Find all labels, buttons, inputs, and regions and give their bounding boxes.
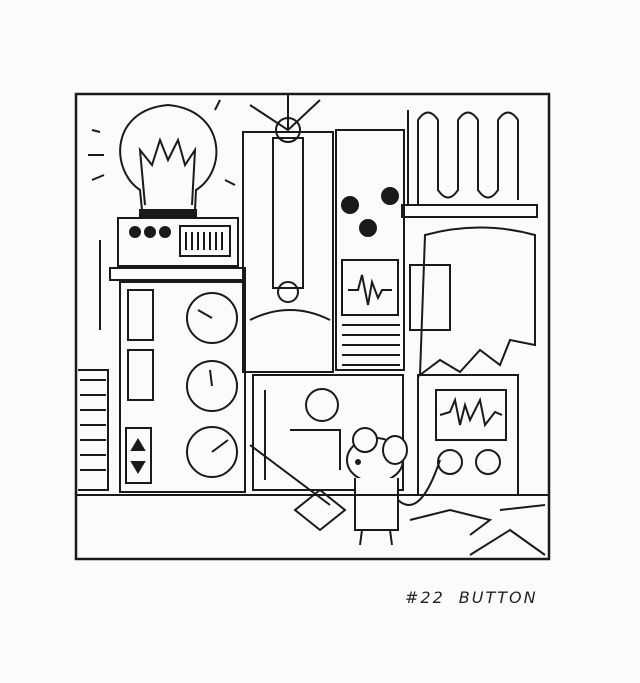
control-box xyxy=(109,217,246,281)
mouse-character xyxy=(346,427,441,546)
slider-panel xyxy=(335,129,405,371)
left-panel-gauges xyxy=(78,240,246,493)
floor xyxy=(76,494,550,556)
central-tube xyxy=(242,95,334,373)
light-bulb xyxy=(88,99,236,219)
illustration-frame xyxy=(74,92,551,561)
paper-sheet xyxy=(409,226,536,378)
artwork-caption: #22 BUTTON xyxy=(405,588,552,607)
coiled-pipe xyxy=(401,110,538,218)
caption-title: BUTTON xyxy=(458,588,538,607)
gears-compartment xyxy=(252,374,404,491)
caption-number: #22 xyxy=(405,588,445,607)
